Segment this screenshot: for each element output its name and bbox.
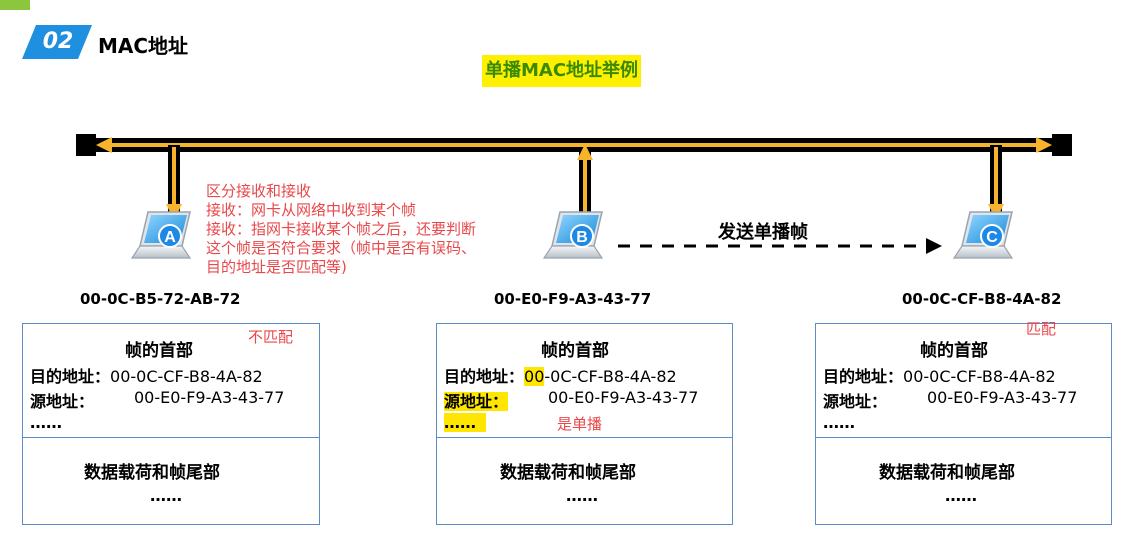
dst-prefix-highlight: 00 [524,367,545,386]
src-value-b: 00-E0-F9-A3-43-77 [548,388,699,407]
src-label-highlight: 源地址： [444,392,509,411]
header-ellipsis-b: …… [444,413,486,432]
send-arrow [618,238,942,254]
payload-ellipsis-a: …… [150,486,182,505]
frame-box-a [22,323,320,525]
dst-row-c: 目的地址：00-0C-CF-B8-4A-82 [823,363,1056,387]
mac-address-a: 00-0C-B5-72-AB-72 [80,290,241,308]
src-value-c: 00-E0-F9-A3-43-77 [927,388,1078,407]
dst-row-b: 目的地址：00-0C-CF-B8-4A-82 [444,363,677,387]
payload-ellipsis-b: …… [566,486,598,505]
note-line: 接收：网卡从网络中收到某个帧 [206,201,417,219]
frame-header-title-a: 帧的首部 [125,341,193,361]
src-label: 源地址： [823,392,888,411]
frame-divider-a [22,437,320,438]
header-ellipsis-a: …… [30,413,62,432]
unicast-note: 是单播 [557,415,603,433]
src-row-a: 源地址： [30,388,94,412]
dst-rest: -0C-CF-B8-4A-82 [544,367,677,386]
src-value-a: 00-E0-F9-A3-43-77 [134,388,285,407]
section-badge [22,25,92,59]
match-note: 匹配 [1026,320,1057,338]
payload-label-b: 数据载荷和帧尾部 [500,463,636,483]
host-a-letter: A [164,229,176,246]
host-c-letter: C [986,229,998,246]
mac-address-c: 00-0C-CF-B8-4A-82 [902,290,1062,308]
payload-label-a: 数据载荷和帧尾部 [84,463,220,483]
laptop-b-icon [542,211,604,259]
frame-divider-b [436,437,733,438]
dst-row-a: 目的地址：00-0C-CF-B8-4A-82 [30,363,263,387]
frame-box-c [815,323,1112,525]
section-title: MAC地址 [98,34,189,58]
note-line: 这个帧是否符合要求（帧中是否有误码、 [206,239,477,257]
send-unicast-label: 发送单播帧 [718,222,808,243]
dst-label: 目的地址： [444,367,525,386]
drop-line-a [166,145,182,220]
receive-note: 区分接收和接收 接收：网卡从网络中收到某个帧 接收：指网卡接收某个帧之后，还要判… [206,182,476,277]
note-line: 区分接收和接收 [206,182,312,200]
host-b-letter: B [576,229,588,246]
src-row-c: 源地址： [823,388,887,412]
bus-line [76,134,1072,156]
frame-header-title-c: 帧的首部 [920,341,988,361]
laptop-c-icon [952,211,1014,259]
note-line: 目的地址是否匹配等) [206,258,347,276]
src-label: 源地址： [30,392,95,411]
frame-header-title-b: 帧的首部 [541,341,609,361]
diagram-title: 单播MAC地址举例 [482,55,642,87]
drop-line-c [988,145,1004,220]
note-line: 接收：指网卡接收某个帧之后，还要判断 [206,220,477,238]
section-number: 02 [42,29,74,54]
dst-value: 00-0C-CF-B8-4A-82 [110,367,263,386]
payload-ellipsis-c: …… [945,486,977,505]
laptop-a-icon [130,211,192,259]
dst-value: 00-0C-CF-B8-4A-82 [903,367,1056,386]
header-accent-bar [0,0,30,10]
frame-divider-c [815,437,1112,438]
mac-address-b: 00-E0-F9-A3-43-77 [494,290,652,308]
dst-label: 目的地址： [823,367,904,386]
header-ellipsis-c: …… [823,413,855,432]
payload-label-c: 数据载荷和帧尾部 [879,463,1015,483]
dst-label: 目的地址： [30,367,111,386]
src-row-b: 源地址： [444,388,509,412]
mismatch-note: 不匹配 [248,328,294,346]
